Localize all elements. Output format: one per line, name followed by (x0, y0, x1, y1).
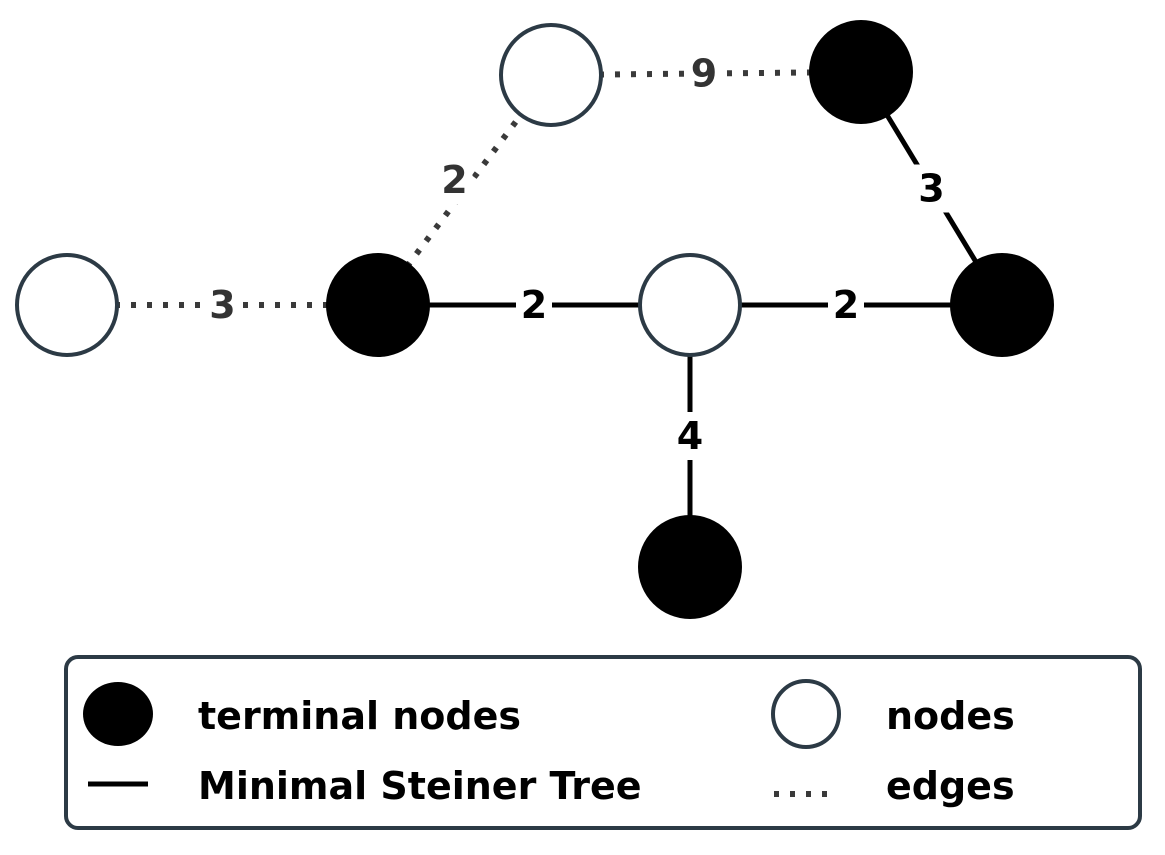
terminal-node-bottom-terminal (638, 515, 742, 619)
node-top-node (499, 23, 603, 127)
legend-tree-label: Minimal Steiner Tree (198, 764, 642, 808)
edge-label-background (672, 412, 708, 460)
legend-terminal-swatch-icon (83, 682, 153, 746)
terminal-node-top-right-terminal (809, 20, 913, 124)
legend-nodes-label: nodes (886, 694, 1015, 738)
node-center-node (638, 253, 742, 357)
legend-box (64, 655, 1142, 830)
legend-terminal-label: terminal nodes (198, 694, 521, 738)
edge-weight-label: 2 (441, 158, 467, 202)
edge-label-background (516, 281, 552, 329)
edge-weight-label: 2 (521, 283, 547, 327)
edge-label-background (828, 281, 864, 329)
edge-label-background (204, 281, 241, 329)
edge-label-background (436, 156, 473, 204)
edge-weight-label: 3 (918, 167, 944, 211)
terminal-node-center-left-terminal (326, 253, 430, 357)
nodes-layer (15, 20, 1054, 619)
edge-labels-layer: 3 2 9 3 2 2 4 (204, 49, 950, 460)
edge-weight-label: 2 (833, 283, 859, 327)
terminal-node-right-terminal (950, 253, 1054, 357)
legend: terminal nodes nodes Minimal Steiner Tre… (64, 655, 1142, 830)
edge-weight-label: 9 (691, 52, 717, 96)
edge-weight-label: 3 (209, 283, 235, 327)
legend-node-swatch-icon (771, 679, 841, 749)
edge-label-background (686, 49, 722, 98)
node-left-node (15, 253, 119, 357)
legend-edges-label: edges (886, 764, 1015, 808)
edge-label-background (913, 164, 950, 213)
edge-weight-label: 4 (677, 414, 703, 458)
